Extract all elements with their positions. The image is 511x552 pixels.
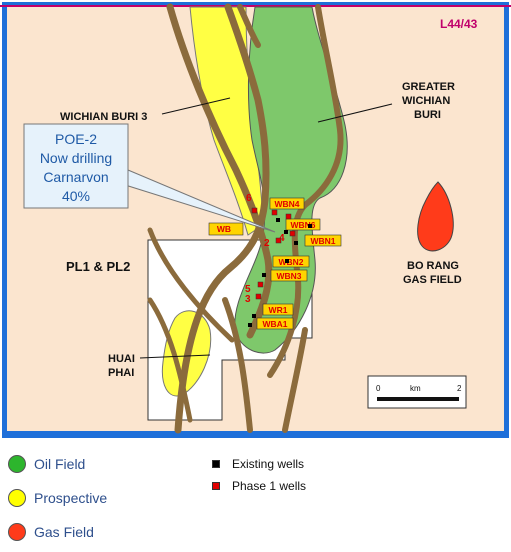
well-tag-wbn1: WBN1	[310, 236, 335, 246]
gas-field-swatch	[8, 523, 26, 541]
scale-unit: km	[410, 384, 421, 393]
gas-field-label: Gas Field	[34, 524, 94, 540]
map-frame: L44/43 WICHIAN BURI 3 GREATER WICHIAN BU…	[0, 2, 511, 438]
well-tag-wb: WB	[217, 224, 231, 234]
well-tag-box-wbn4	[269, 197, 305, 210]
well-tag-box-wba1	[256, 317, 294, 330]
well-number-6: 6	[246, 193, 252, 204]
well-number-4: 4	[279, 233, 285, 244]
existing-well-swatch	[212, 460, 220, 468]
greater-wichian-buri-label-3: BURI	[414, 109, 441, 121]
greater-wichian-buri-label-1: GREATER	[402, 81, 455, 93]
scale-end: 2	[457, 384, 462, 393]
well-tag-wba1: WBA1	[262, 319, 287, 329]
callout-line-4: 40%	[62, 188, 90, 204]
bo-rang-label-2: GAS FIELD	[403, 274, 462, 286]
scale-bar-box	[367, 375, 467, 409]
prospective-swatch	[8, 489, 26, 507]
wichian-buri-3-leader	[161, 97, 231, 115]
greater-wichian-buri-oil-field	[234, 6, 348, 354]
legend-oil-field: Oil Field	[8, 455, 85, 473]
well-tag-box-wbn6	[285, 218, 321, 231]
greater-wichian-buri-leader	[317, 103, 393, 123]
well-tag-box-wbn3	[270, 269, 308, 282]
well-tag-box-wbn2	[272, 255, 310, 268]
block-label: L44/43	[440, 17, 478, 31]
oil-field-swatch	[8, 455, 26, 473]
well-tag-wr1: WR1	[269, 305, 288, 315]
well-tags: WBN4 WBN6 WBN1 WBN2 WBN3 WR1 WBA1 WB	[208, 197, 342, 330]
well-tag-wbn2: WBN2	[278, 257, 303, 267]
bo-rang-label-1: BO RANG	[407, 260, 459, 272]
greater-wichian-buri-label-2: WICHIAN	[402, 95, 450, 107]
wichian-buri-3-label: WICHIAN BURI 3	[60, 111, 147, 123]
well-number-2: 2	[264, 238, 270, 249]
huai-phai-label-1: HUAI	[108, 353, 135, 365]
well-tag-wbn4: WBN4	[274, 199, 299, 209]
well-tag-box-wr1	[262, 303, 294, 316]
bo-rang-gas-field	[417, 181, 454, 252]
legend-gas-field: Gas Field	[8, 523, 94, 541]
well-tag-wbn3: WBN3	[276, 271, 301, 281]
existing-wells-label: Existing wells	[232, 457, 305, 471]
fault-lines	[147, 3, 344, 434]
scale-start: 0	[376, 384, 381, 393]
huai-phai-leader	[139, 354, 211, 359]
scale-bar-rule	[377, 397, 459, 401]
phase1-wells	[251, 207, 296, 300]
legend-prospective: Prospective	[8, 489, 107, 507]
callout-line-3: Carnarvon	[43, 169, 108, 185]
scale-bar: 0 km 2	[367, 375, 467, 409]
map-canvas: L44/43 WICHIAN BURI 3 GREATER WICHIAN BU…	[0, 2, 511, 438]
oil-field-label: Oil Field	[34, 456, 86, 472]
callout-line-2: Now drilling	[40, 150, 112, 166]
legend: Oil Field Prospective Gas Field Existing…	[0, 440, 511, 552]
phase1-wells-label: Phase 1 wells	[232, 479, 307, 493]
phase1-well-swatch	[212, 482, 220, 490]
existing-wells	[248, 218, 312, 327]
well-tag-wbn6: WBN6	[290, 220, 315, 230]
callout-box	[23, 123, 129, 209]
callout-line-1: POE-2	[55, 131, 97, 147]
legend-phase1-wells: Phase 1 wells	[212, 479, 306, 493]
well-tag-box-wbn1	[304, 234, 342, 247]
huai-phai-label-2: PHAI	[108, 367, 134, 379]
well-number-5: 5	[245, 284, 251, 295]
well-tag-box-wb	[208, 222, 244, 236]
pl1-pl2-label: PL1 & PL2	[66, 259, 130, 274]
legend-existing-wells: Existing wells	[212, 457, 304, 471]
well-numbers: 6 4 2 5 3	[245, 193, 285, 305]
well-number-3: 3	[245, 294, 251, 305]
prospective-label: Prospective	[34, 490, 108, 506]
